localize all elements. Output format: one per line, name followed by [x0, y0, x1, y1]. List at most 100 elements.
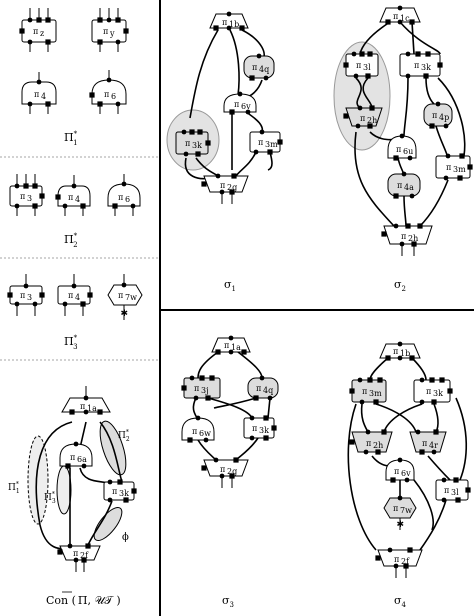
- svg-text:π: π: [393, 504, 398, 513]
- svg-text:π: π: [118, 193, 123, 202]
- svg-text:π: π: [185, 139, 190, 148]
- svg-text:π: π: [401, 232, 406, 241]
- svg-text:π: π: [252, 63, 257, 72]
- svg-text:π: π: [220, 181, 225, 190]
- svg-text:π: π: [397, 181, 402, 190]
- svg-text:π: π: [234, 100, 239, 109]
- svg-text:2f: 2f: [80, 551, 89, 560]
- svg-text:π: π: [20, 192, 25, 201]
- svg-text:π: π: [224, 341, 229, 350]
- pi3-annotation: Π*3: [44, 491, 56, 505]
- svg-text:2g: 2g: [227, 467, 237, 476]
- svg-text:3k: 3k: [192, 141, 202, 150]
- svg-text:π: π: [194, 384, 199, 393]
- svg-text:1a: 1a: [231, 343, 241, 352]
- svg-text:3j: 3j: [201, 386, 209, 395]
- svg-text:π: π: [426, 387, 431, 396]
- sigma1-caption: σ1: [224, 278, 236, 293]
- svg-text:π: π: [68, 193, 73, 202]
- pi3-caption: Π*3: [64, 334, 78, 351]
- svg-text:6: 6: [125, 195, 130, 204]
- svg-text:4: 4: [75, 293, 80, 302]
- svg-text:π: π: [393, 12, 398, 21]
- svg-text:6w: 6w: [199, 429, 211, 438]
- svg-text:π: π: [34, 90, 39, 99]
- sigma3-caption: σ3: [222, 594, 234, 609]
- svg-text:1c: 1c: [400, 14, 410, 23]
- svg-text:π: π: [394, 555, 399, 564]
- node-pi-6-row1: π 6: [89, 70, 127, 114]
- svg-text:3m: 3m: [453, 165, 466, 174]
- svg-text:π: π: [103, 27, 108, 36]
- svg-text:π: π: [222, 18, 227, 27]
- pi2-annotation: Π*2: [118, 429, 130, 443]
- svg-text:2h: 2h: [408, 234, 418, 243]
- svg-text:2f: 2f: [401, 557, 410, 566]
- svg-text:3l: 3l: [363, 63, 371, 72]
- svg-text:3m: 3m: [369, 389, 382, 398]
- svg-text:π: π: [33, 27, 38, 36]
- svg-text:π: π: [252, 424, 257, 433]
- svg-text:6: 6: [111, 92, 116, 101]
- svg-text:π: π: [80, 402, 85, 411]
- svg-text:4q: 4q: [259, 65, 269, 74]
- svg-text:4q: 4q: [263, 386, 273, 395]
- svg-text:π: π: [396, 145, 401, 154]
- svg-text:7w: 7w: [125, 293, 137, 302]
- svg-text:1b: 1b: [400, 349, 410, 358]
- svg-text:π: π: [256, 384, 261, 393]
- phi-annotation: ϕ: [122, 532, 129, 543]
- svg-text:π: π: [432, 111, 437, 120]
- svg-text:3m: 3m: [265, 140, 278, 149]
- svg-text:3: 3: [27, 293, 32, 302]
- svg-text:π: π: [356, 61, 361, 70]
- sigma4-caption: σ4: [394, 594, 407, 609]
- pi2-caption: Π*2: [64, 232, 78, 249]
- svg-text:z: z: [40, 29, 44, 38]
- svg-text:4p: 4p: [439, 113, 449, 122]
- svg-text:π: π: [258, 138, 263, 147]
- svg-text:π: π: [394, 467, 399, 476]
- svg-text:π: π: [362, 387, 367, 396]
- svg-text:2g: 2g: [227, 183, 237, 192]
- svg-text:6v: 6v: [241, 102, 251, 111]
- node-pi-y-top-left: π y: [91, 8, 129, 52]
- svg-text:π: π: [192, 427, 197, 436]
- pi1-annotation: Π*1: [8, 481, 20, 495]
- svg-text:1a: 1a: [87, 404, 97, 413]
- svg-text:π: π: [73, 549, 78, 558]
- svg-text:3k: 3k: [119, 489, 129, 498]
- svg-text:π: π: [444, 486, 449, 495]
- con-caption: Con (Π, 𝒰𝒯 ): [46, 594, 121, 607]
- svg-text:2h: 2h: [367, 116, 377, 125]
